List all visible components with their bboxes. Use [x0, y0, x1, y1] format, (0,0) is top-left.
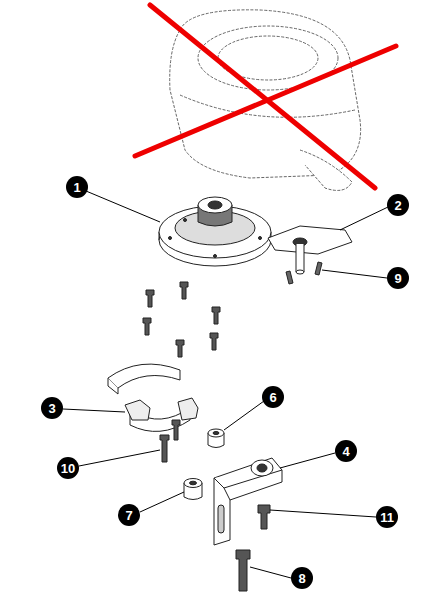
bolts [236, 505, 270, 591]
callout-number: 8 [291, 567, 313, 589]
leader-lines [63, 191, 388, 578]
screws [143, 282, 220, 357]
callout-number: 9 [387, 267, 409, 289]
callout-number: 10 [57, 457, 79, 479]
cross-out [135, 5, 396, 188]
callout-number: 3 [41, 397, 63, 419]
mounting-disc [159, 197, 271, 266]
callout-number: 11 [376, 506, 398, 528]
callout-number: 1 [66, 176, 88, 198]
clamp [108, 364, 198, 462]
callout-number: 7 [118, 504, 140, 526]
bracket-plate [214, 458, 282, 545]
callout-number: 2 [387, 194, 409, 216]
callout-number: 4 [335, 440, 357, 462]
key-bracket [268, 226, 352, 284]
callout-number: 6 [262, 386, 284, 408]
